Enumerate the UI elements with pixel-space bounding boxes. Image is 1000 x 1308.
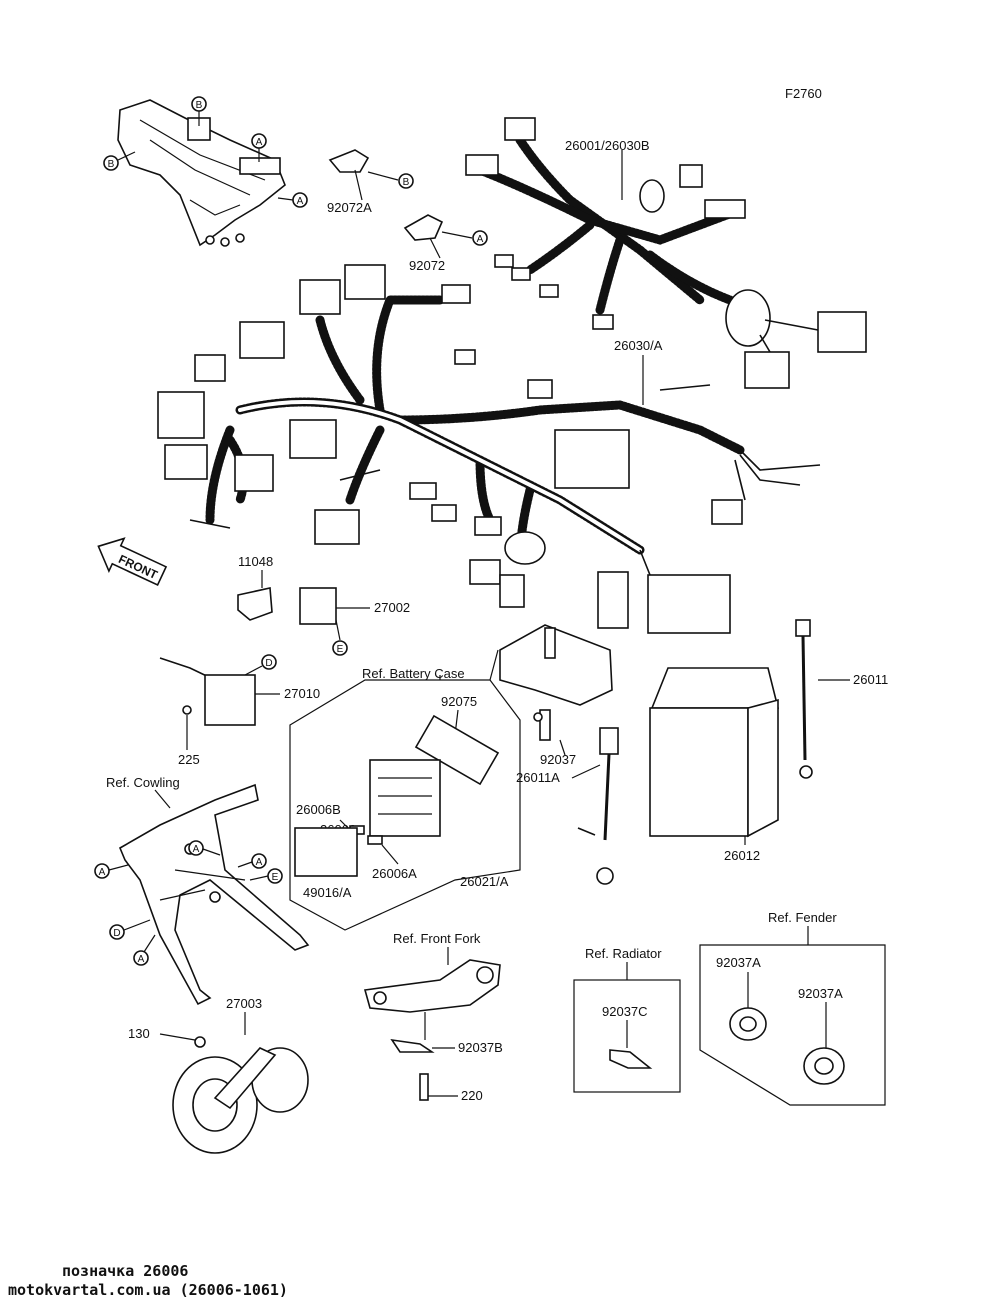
callout-e-cowling: E: [249, 868, 283, 884]
callout-a-cowling-4: A: [133, 934, 156, 966]
label-92037: 92037: [540, 752, 576, 767]
footer-caption: позначка 26006: [62, 1262, 189, 1280]
ref-fender-label: Ref. Fender: [768, 910, 837, 925]
fender-group: Ref. Fender 92037A 92037A: [699, 910, 886, 1106]
svg-text:A: A: [256, 857, 263, 868]
fuse-box-group: Ref. Battery Case 92075 26006B 26006 260…: [289, 666, 521, 931]
label-92037b: 92037B: [458, 1040, 503, 1055]
label-92072: 92072: [409, 258, 445, 273]
label-27010: 27010: [284, 686, 320, 701]
battery-26012: 26012: [649, 667, 780, 863]
upper-frame-bracket: [117, 99, 286, 247]
callout-a-cowling-3: A: [237, 853, 267, 869]
callout-b-left: B: [103, 151, 136, 171]
svg-text:A: A: [477, 234, 484, 245]
label-11048: 11048: [238, 554, 273, 569]
svg-text:B: B: [108, 159, 115, 170]
callout-b-top: B: [191, 96, 207, 126]
radiator-group: Ref. Radiator 92037C: [573, 946, 681, 1093]
label-92075: 92075: [441, 694, 477, 709]
svg-text:A: A: [138, 954, 145, 965]
svg-text:A: A: [99, 867, 106, 878]
bracket-11048: 11048: [237, 554, 273, 621]
label-92072a: 92072A: [327, 200, 372, 215]
label-220: 220: [461, 1088, 483, 1103]
ref-radiator-label: Ref. Radiator: [585, 946, 662, 961]
cowling-frame: Ref. Cowling: [106, 775, 310, 1006]
battery-case-bracket: 92037: [489, 624, 613, 767]
cable-tie-92072: A 92072: [403, 214, 488, 273]
label-225: 225: [178, 752, 200, 767]
svg-text:E: E: [272, 872, 279, 883]
footer-source: motokvartal.com.ua (26006-1061): [8, 1281, 288, 1299]
label-26030a: 26030/A: [614, 338, 663, 353]
svg-text:D: D: [265, 658, 272, 669]
callout-a-cowling-2: A: [188, 840, 221, 856]
svg-text:B: B: [196, 100, 203, 111]
label-26012: 26012: [724, 848, 760, 863]
ref-front-fork-label: Ref. Front Fork: [393, 931, 481, 946]
cable-tie-92072a: B 92072A: [327, 149, 414, 215]
label-27002: 27002: [374, 600, 410, 615]
callout-a-right: A: [277, 192, 308, 208]
label-26006b: 26006B: [296, 802, 341, 817]
ref-battery-case-label: Ref. Battery Case: [362, 666, 465, 681]
svg-text:A: A: [193, 844, 200, 855]
svg-text:A: A: [297, 196, 304, 207]
label-26006a: 26006A: [372, 866, 417, 881]
label-26001: 26001/26030B: [565, 138, 650, 153]
battery-cable-26011: 26011: [795, 619, 888, 779]
label-92037a-1: 92037A: [716, 955, 761, 970]
callout-d-cowling: D: [109, 919, 151, 940]
front-fork-group: Ref. Front Fork 92037B 220: [363, 931, 503, 1103]
label-26011a: 26011A: [516, 770, 560, 785]
horn-27003: 27003 130: [128, 996, 309, 1154]
harness-26030a: 26030/A: [157, 264, 821, 634]
battery-cable-26011a: 26011A: [516, 727, 619, 885]
svg-text:B: B: [403, 177, 410, 188]
label-49016a: 49016/A: [303, 885, 352, 900]
label-27003: 27003: [226, 996, 262, 1011]
label-92037a-2: 92037A: [798, 986, 843, 1001]
label-92037c: 92037C: [602, 1004, 648, 1019]
callout-a-cowling-1: A: [94, 863, 129, 879]
relay-27002: E 27002: [299, 587, 410, 656]
front-arrow: FRONT: [97, 537, 168, 587]
callout-a-top: A: [251, 133, 267, 162]
label-26021a: 26021/A: [460, 874, 509, 889]
svg-text:A: A: [256, 137, 263, 148]
unit-27010: D 27010 225: [159, 654, 320, 767]
svg-text:D: D: [113, 928, 120, 939]
figure-code: F2760: [785, 86, 822, 101]
label-26011: 26011: [853, 672, 888, 687]
ref-cowling-label: Ref. Cowling: [106, 775, 180, 790]
harness-26001: 26001/26030B: [465, 117, 867, 389]
label-130: 130: [128, 1026, 150, 1041]
svg-text:E: E: [337, 644, 344, 655]
